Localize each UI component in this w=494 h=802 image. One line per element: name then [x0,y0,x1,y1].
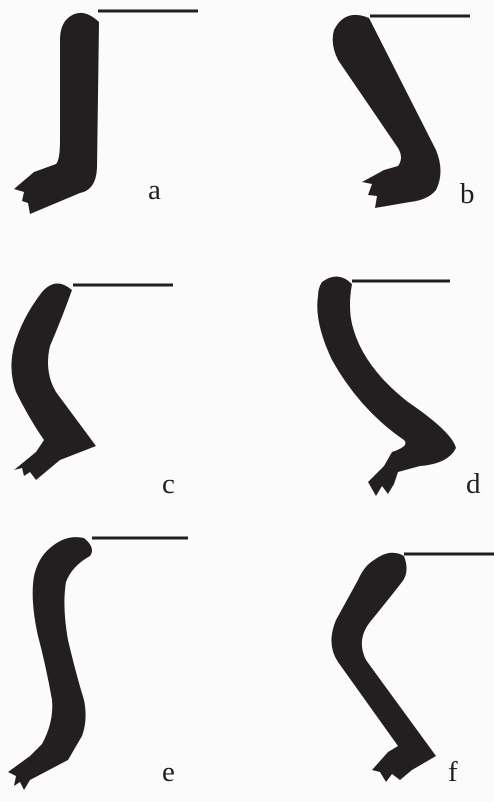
panel-c-drawing [11,283,173,480]
panel-c-profile [11,283,96,480]
panel-e-profile [8,537,92,790]
panel-a-label: a [148,174,161,206]
panel-d-label: d [466,468,481,500]
panel-c-label: c [162,468,175,500]
panel-b-profile [332,14,441,208]
panel-b-drawing [332,14,470,208]
panel-f-label: f [448,756,458,788]
panel-a-drawing [14,9,198,214]
panel-d-profile [317,276,456,496]
panel-d-drawing [317,276,456,496]
panel-b-label: b [460,178,475,210]
panel-e-label: e [162,756,175,788]
panel-a-profile [14,12,99,214]
panel-e-drawing [8,536,188,790]
panel-f-profile [331,552,436,782]
panel-f-drawing [331,552,494,782]
